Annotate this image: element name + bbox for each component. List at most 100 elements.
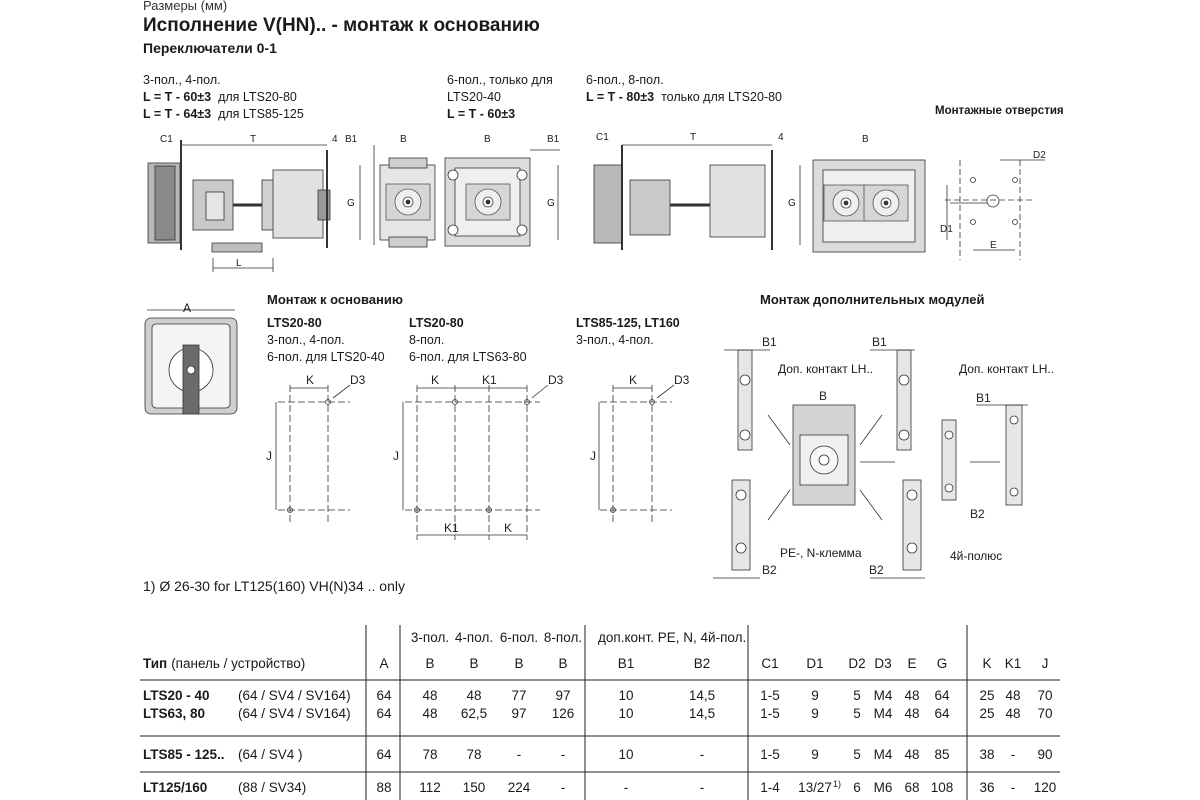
front-view-3	[799, 159, 926, 253]
mod-b2-1: B2	[762, 563, 777, 577]
table-cell: 1-5	[760, 706, 780, 721]
table-cell: 48	[466, 688, 481, 703]
table-cell: 68	[904, 780, 919, 795]
col-header-d1: D1	[806, 656, 823, 671]
dim-g-3: G	[788, 198, 796, 209]
dim-e: E	[990, 240, 997, 251]
table-cell: 88	[376, 780, 391, 795]
dim-a: A	[183, 301, 191, 315]
col-header-b: B	[469, 656, 478, 671]
row-subtype: (88 / SV34)	[238, 780, 306, 795]
table-cell: 9	[811, 747, 819, 762]
variant3-desc: 6-пол., 8-пол.	[586, 73, 664, 87]
variant3-formula: L = T - 80±3 только для LTS20-80	[586, 89, 782, 106]
table-cell: 70	[1037, 706, 1052, 721]
units-note: Размеры (мм)	[143, 0, 228, 13]
table-cell: 97	[511, 706, 526, 721]
mod-b2-3: B2	[970, 507, 985, 521]
table-cell: 64	[376, 747, 392, 762]
page-title: Исполнение V(HN).. - монтаж к основанию	[143, 15, 540, 36]
table-cell: 64	[934, 706, 950, 721]
variant1-formula1: L = T - 60±3 для LTS20-80	[143, 89, 297, 106]
base-pattern-1	[275, 384, 351, 525]
dim-g-1: G	[347, 198, 355, 209]
dim-l: L	[236, 258, 242, 269]
table-cell: 10	[618, 688, 633, 703]
base-col1-l2: 6-пол. для LTS20-40	[267, 350, 385, 364]
col-header-c1: C1	[761, 656, 778, 671]
table-cell: 25	[979, 706, 994, 721]
table-cell: 224	[508, 780, 531, 795]
col-header-g: G	[937, 656, 948, 671]
variant2-desc2: LTS20-40	[447, 90, 501, 104]
variant2-desc: 6-пол., только для	[447, 73, 553, 87]
table-cell: 10	[618, 747, 633, 762]
front-view-1	[359, 145, 436, 248]
fourth-pole-label: 4й-полюс	[950, 549, 1003, 563]
variant1-formula1-scope: для LTS20-80	[218, 90, 297, 104]
p2-k1-bottom: K1	[444, 521, 459, 535]
row-type: LTS63, 80	[143, 706, 205, 721]
mod-b1-2: B1	[872, 335, 887, 349]
base-col2-title: LTS20-80	[409, 316, 464, 330]
col-header-b: B	[425, 656, 434, 671]
table-cell: 64	[934, 688, 950, 703]
table-cell: 48	[1005, 688, 1020, 703]
variant2-formula: L = T - 60±3	[447, 107, 516, 121]
table-cell: M6	[874, 780, 893, 795]
table-cell: 14,5	[689, 706, 715, 721]
dim-4-1: 4	[332, 134, 338, 145]
table-cell: 78	[422, 747, 437, 762]
base-col2-l2: 6-пол. для LTS63-80	[409, 350, 527, 364]
col-header-b2: B2	[694, 656, 711, 671]
col-header-d2: D2	[848, 656, 865, 671]
p2-d3: D3	[548, 373, 564, 387]
row-subtype: (64 / SV4 / SV164)	[238, 706, 351, 721]
p3-d3: D3	[674, 373, 690, 387]
table-cell: 48	[422, 706, 437, 721]
table-cell: 1-5	[760, 747, 780, 762]
p2-k: K	[431, 373, 439, 387]
table-cell: 150	[463, 780, 486, 795]
col-header-b: B	[558, 656, 567, 671]
variant1-formula2-scope: для LTS85-125	[218, 107, 304, 121]
variant1-formula2: L = T - 64±3 для LTS85-125	[143, 106, 304, 123]
table-cell: 77	[511, 688, 526, 703]
base-mount-title: Монтаж к основанию	[267, 292, 403, 307]
variant3-formula-text: L = T - 80±3	[586, 90, 655, 104]
mod-b: B	[819, 389, 827, 403]
base-col1-l1: 3-пол., 4-пол.	[267, 333, 345, 347]
side-view-2	[593, 144, 773, 250]
table-cell: -	[700, 747, 705, 762]
mod-b1-3: B1	[976, 391, 991, 405]
table-cell: 48	[1005, 706, 1020, 721]
row-type: LTS85 - 125..	[143, 747, 225, 762]
table-cell: 48	[904, 747, 919, 762]
p1-k: K	[306, 373, 314, 387]
dim-c1-2: C1	[596, 132, 609, 143]
dim-b-2: B	[484, 134, 491, 145]
table-cell: -	[700, 780, 705, 795]
col-header-b: B	[514, 656, 523, 671]
th-aux: доп.конт.	[598, 630, 654, 645]
table-cell: 70	[1037, 688, 1052, 703]
aux-contact-label-1: Доп. контакт LH..	[778, 362, 874, 376]
table-cell: 85	[934, 747, 949, 762]
variant3-formula-scope: только для LTS20-80	[661, 90, 782, 104]
table-cell: 48	[904, 706, 919, 721]
middle-drawings: A K D3 J K K1 D3 J K1 K K D3 J B1 B1 B B…	[144, 301, 1028, 579]
base-col3-l1: 3-пол., 4-пол.	[576, 333, 654, 347]
th-type: Тип(панель / устройство)	[143, 656, 305, 671]
p1-d3: D3	[350, 373, 366, 387]
table-cell: 120	[1034, 780, 1057, 795]
col-header-k1: K1	[1005, 656, 1022, 671]
col-header-a: A	[379, 656, 388, 671]
table-cell: 36	[979, 780, 994, 795]
table-cell: 9	[811, 688, 819, 703]
modules-title: Монтаж дополнительных модулей	[760, 292, 985, 307]
variant1-desc: 3-пол., 4-пол.	[143, 73, 221, 87]
dim-d2: D2	[1033, 150, 1046, 161]
mount-holes-title: Монтажные отверстия	[935, 105, 1064, 117]
base-col3-title: LTS85-125, LT160	[576, 316, 680, 330]
